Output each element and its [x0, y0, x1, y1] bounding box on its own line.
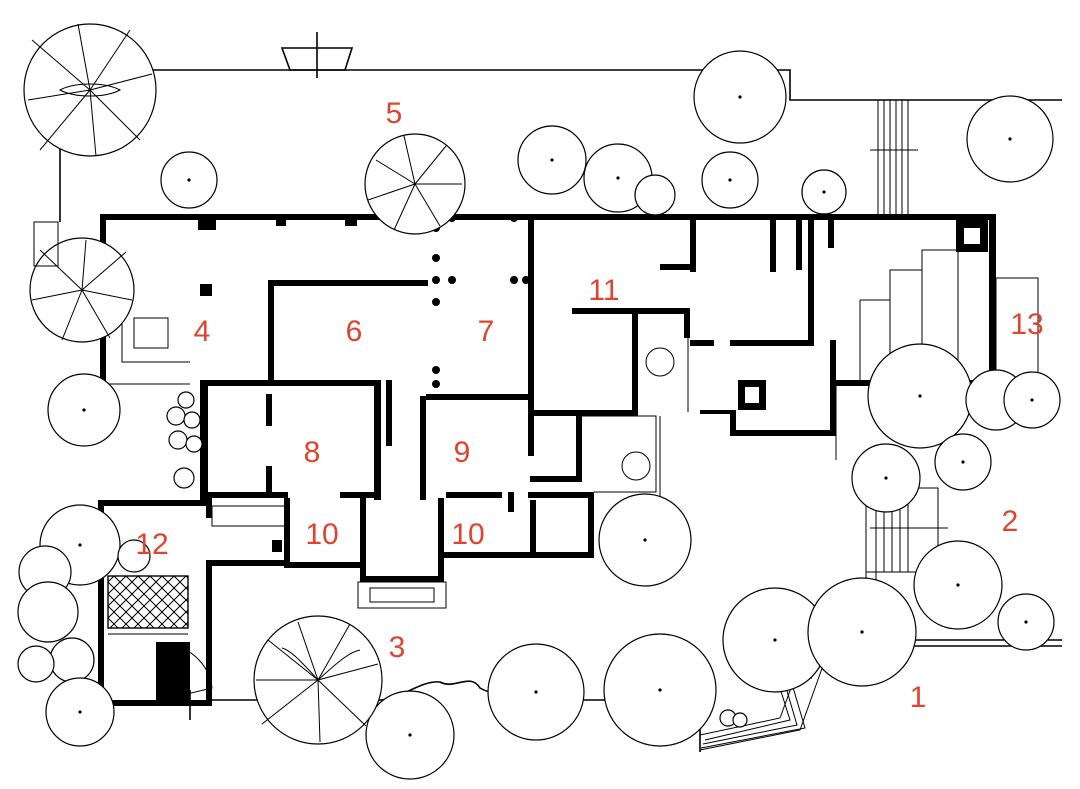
- feature-tree-nw: [23, 23, 157, 157]
- label-9: 9: [454, 436, 471, 469]
- label-12: 12: [135, 528, 168, 561]
- label-10b: 10: [451, 518, 484, 551]
- label-3: 3: [389, 631, 406, 664]
- east-path: [870, 100, 918, 216]
- feature-tree-w: [29, 221, 135, 343]
- zone-labels: 1 2 3 4 5 6 7 8 9 10 10 11 12 13: [135, 97, 1043, 714]
- feature-tree-s: [253, 615, 383, 745]
- fountain: [645, 347, 675, 377]
- label-8: 8: [304, 436, 321, 469]
- label-4: 4: [194, 315, 211, 348]
- label-7: 7: [478, 315, 495, 348]
- label-5: 5: [386, 97, 403, 130]
- label-2: 2: [1002, 505, 1019, 538]
- shrubs: [166, 391, 748, 728]
- trees: [17, 50, 1061, 780]
- label-13: 13: [1010, 308, 1043, 341]
- feature-tree-n: [364, 133, 466, 235]
- label-11: 11: [588, 274, 619, 307]
- label-1: 1: [910, 681, 927, 714]
- label-10a: 10: [305, 518, 338, 551]
- pool-circle: [621, 451, 651, 481]
- columns: [432, 214, 530, 388]
- label-6: 6: [346, 315, 363, 348]
